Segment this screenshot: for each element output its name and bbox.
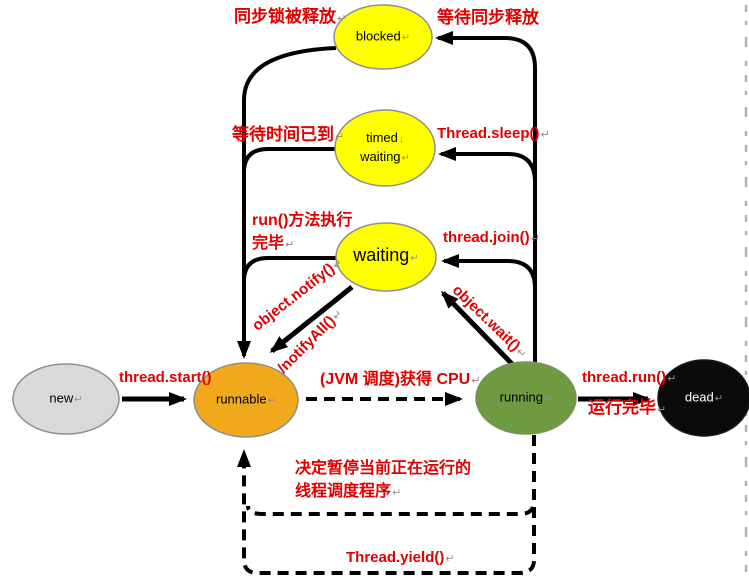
label-thread-start: thread.start() (119, 369, 212, 386)
arrow-waiting-to-runnable (242, 256, 336, 282)
state-label-blocked: blocked↵ (355, 28, 411, 44)
label-sync-released: 同步锁被释放↵ (234, 7, 347, 26)
arrow-notify-waiting-to-runnable (269, 285, 354, 353)
state-label-runnable: runnable↵ (216, 391, 276, 407)
label-thread-sleep: Thread.sleep()↵ (437, 125, 550, 142)
paragraph-mark: ↵ (543, 393, 553, 405)
paragraph-mark: ↵ (401, 32, 411, 44)
label-wait-time-elapsed: 等待时间已到↵ (232, 125, 345, 144)
state-label-running: running↵ (499, 389, 553, 405)
label-pause-note: 决定暂停当前正在运行的 线程调度程序↵ (295, 460, 472, 500)
label-jvm-cpu: (JVM 调度)获得 CPU↵ (320, 371, 481, 388)
label-wait-sync-release: 等待同步释放 (437, 8, 539, 27)
arrow-running-to-waiting (441, 254, 537, 289)
state-ellipse-dead (657, 359, 749, 437)
paragraph-mark: ↵ (267, 395, 276, 407)
state-label-new: new↵ (49, 390, 83, 406)
state-ellipse-timed-waiting (334, 109, 436, 187)
state-ellipse-runnable (193, 362, 299, 438)
paragraph-mark: ↵ (401, 153, 410, 164)
state-ellipse-new (12, 363, 120, 435)
linebreak-mark: ↓ (398, 134, 404, 145)
label-thread-yield: Thread.yield()↵ (346, 549, 455, 566)
label-thread-run: thread.run()↵ (582, 369, 677, 386)
state-label-timed-waiting: timed↓ waiting↵ (360, 130, 410, 164)
state-ellipse-waiting (335, 222, 437, 292)
arrow-timedwaiting-to-runnable (242, 147, 335, 173)
arrow-running-to-timedwaiting (438, 147, 537, 183)
paragraph-mark: ↵ (410, 253, 419, 264)
arrow-running-to-blocked (435, 31, 537, 362)
state-ellipse-running (475, 361, 577, 435)
state-ellipse-blocked (333, 4, 433, 70)
arrow-wait-running-to-waiting (440, 290, 518, 370)
state-label-waiting: waiting↵ (353, 245, 419, 265)
paragraph-mark: ↵ (74, 394, 83, 406)
label-run-finished: 运行完毕↵ (588, 398, 667, 417)
state-label-dead: dead↵ (684, 389, 724, 405)
arrow-running-to-runnable-yield (237, 435, 536, 575)
paragraph-mark: ↵ (714, 393, 724, 405)
label-thread-join: thread.join()↵ (443, 229, 540, 246)
label-run-method-done: run()方法执行 完毕↵ (252, 212, 353, 252)
arrow-blocked-to-runnable (237, 46, 337, 359)
